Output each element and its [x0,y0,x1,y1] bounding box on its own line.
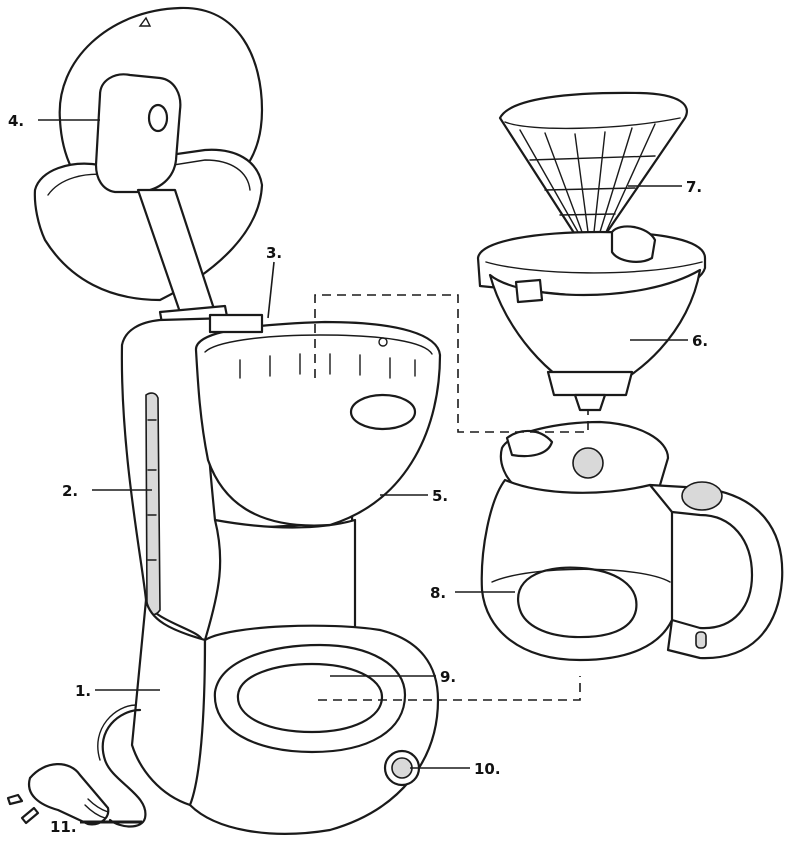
base [130,598,440,835]
callout-9: 9. [440,668,456,686]
lid [33,6,264,302]
callout-labels: 4. 2. 3. 1. 5. 6. 7. 8. 9. 10. 11. [8,112,708,836]
filter-holder [194,313,442,527]
leader-lines [38,119,688,824]
housing [120,316,357,642]
callout-8: 8. [430,584,446,602]
callout-11: 11. [50,818,77,836]
filter-cone [476,225,707,412]
callout-1: 1. [75,682,91,700]
callout-7: 7. [686,178,702,196]
filter-basket [498,91,688,245]
carafe [480,420,784,662]
callout-3: 3. [266,244,282,262]
callout-4: 4. [8,112,24,130]
assembly-guides [314,294,589,701]
callout-6: 6. [692,332,708,350]
power-cord [6,704,147,828]
callout-2: 2. [62,482,78,500]
callout-5: 5. [432,487,448,505]
callout-10: 10. [474,760,501,778]
